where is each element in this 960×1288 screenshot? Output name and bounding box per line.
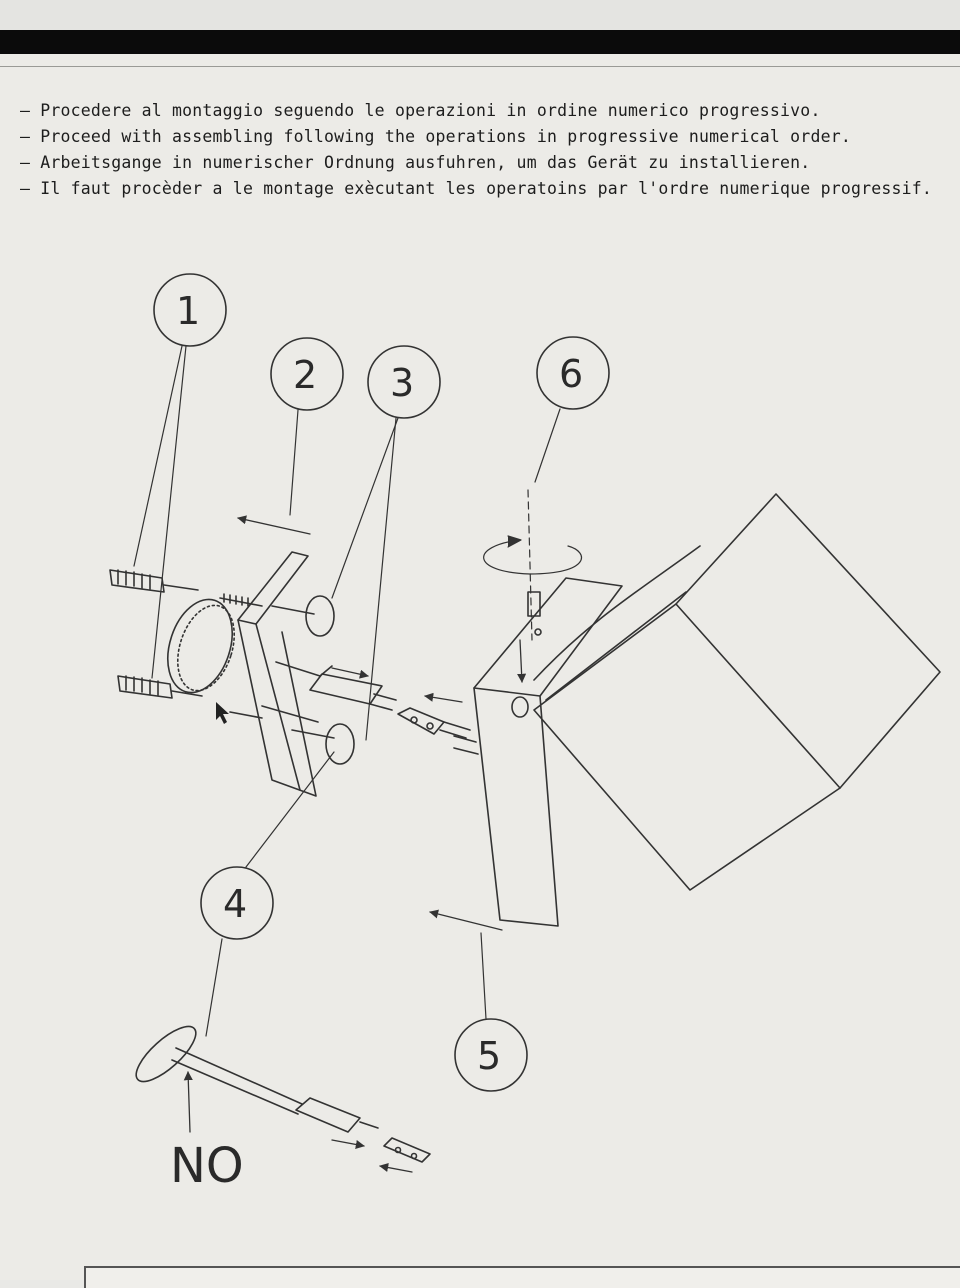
leader-lines — [133, 345, 561, 1037]
callout-2-label: 2 — [293, 353, 317, 397]
callout-3-label: 3 — [390, 361, 414, 405]
screw-upper — [219, 593, 263, 607]
callout-5-label: 5 — [477, 1034, 501, 1078]
mounting-bracket — [237, 551, 319, 797]
instruction-german: – Arbeitsgange in numerischer Ordnung au… — [20, 153, 811, 172]
wall-rosette — [167, 598, 236, 694]
wall-plug-upper — [109, 569, 199, 593]
lamp-head — [533, 493, 941, 891]
callout-6-label: 6 — [559, 352, 583, 396]
callout-4: 4 — [200, 866, 274, 940]
monitor-bezel — [0, 30, 960, 80]
instruction-italian: – Procedere al montaggio seguendo le ope… — [20, 101, 821, 120]
lamp-body — [453, 577, 623, 927]
top-background — [0, 0, 960, 30]
connector-plug — [275, 661, 397, 711]
incorrect-mounting-example — [135, 1025, 431, 1163]
fixing-pin — [527, 591, 542, 636]
terminal-block — [397, 707, 471, 739]
warning-no-label: NO — [170, 1138, 244, 1194]
fixing-screws — [271, 595, 355, 765]
rotation-arrow-icon — [483, 489, 583, 641]
callout-2: 2 — [270, 337, 344, 411]
callout-5: 5 — [454, 1018, 528, 1092]
callout-6: 6 — [536, 336, 610, 410]
wall-plug-lower — [117, 675, 203, 699]
direction-arrows — [183, 515, 527, 1173]
page-divider — [0, 66, 960, 67]
callout-4-label: 4 — [223, 882, 247, 926]
instruction-french: – Il faut procèder a le montage exècutan… — [20, 179, 933, 198]
instructions-block: – Procedere al montaggio seguendo le ope… — [20, 98, 933, 202]
callout-1: 1 — [153, 273, 227, 347]
callout-1-label: 1 — [176, 289, 200, 333]
instruction-page: – Procedere al montaggio seguendo le ope… — [0, 54, 960, 1280]
screw-lower — [229, 711, 263, 719]
mouse-cursor-icon — [216, 702, 229, 724]
bottom-window-frame — [84, 1266, 960, 1288]
instruction-english: – Proceed with assembling following the … — [20, 127, 851, 146]
callout-3: 3 — [367, 345, 441, 419]
